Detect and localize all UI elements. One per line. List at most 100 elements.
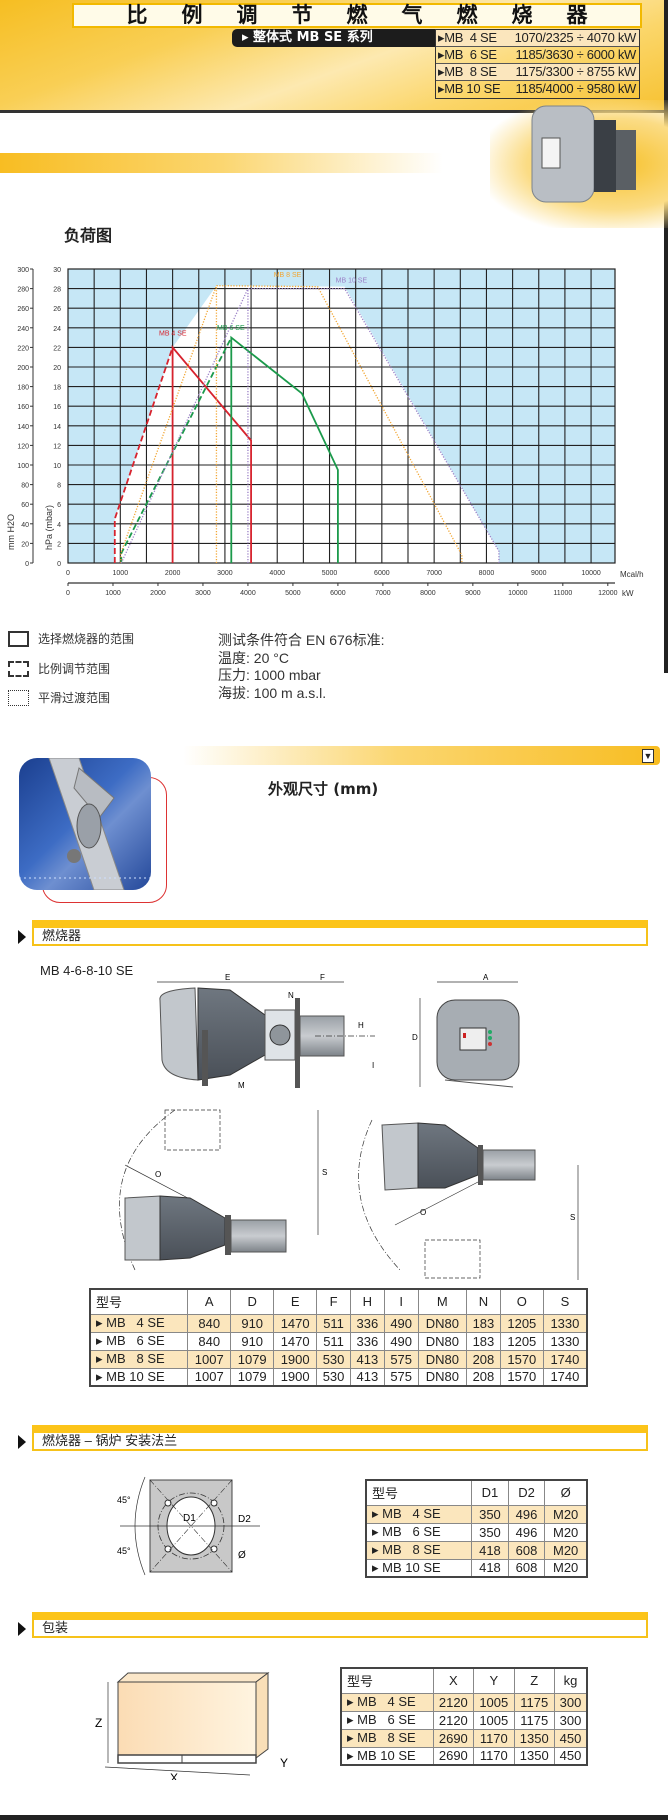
value-cell: M20 — [544, 1504, 588, 1524]
value-cell: 350 — [471, 1504, 509, 1524]
column-header: M — [417, 1288, 468, 1315]
dim-label-f: F — [320, 973, 325, 982]
y-tick-label-hpa: 6 — [57, 502, 61, 509]
value-cell: 1470 — [273, 1331, 318, 1351]
column-header: H — [349, 1288, 385, 1315]
chart-grid — [67, 268, 616, 564]
flange-angle-top: 45° — [117, 1495, 131, 1505]
value-cell: 336 — [349, 1331, 385, 1351]
burner-photo — [490, 100, 668, 228]
value-cell: DN80 — [417, 1349, 468, 1369]
value-cell: 413 — [349, 1367, 385, 1387]
model-cell: ▸ MB 10 SE — [365, 1558, 473, 1578]
load-diagram-chart: 0246810121416182022242628300204060801001… — [6, 267, 644, 598]
model-cell: ▸ MB 4 SE — [365, 1504, 473, 1524]
y-tick-label-hpa: 28 — [53, 287, 61, 294]
section-header-burner: 燃烧器 — [32, 920, 648, 946]
value-cell: M20 — [544, 1540, 588, 1560]
x-tick-label-kw: 9000 — [465, 590, 481, 597]
x-tick-label-mcal: 4000 — [269, 570, 285, 577]
y-tick-label-mmh2o: 100 — [17, 463, 29, 470]
column-header: 型号 — [340, 1667, 434, 1694]
x-tick-label-kw: 8000 — [420, 590, 436, 597]
value-cell: 490 — [383, 1313, 419, 1333]
x-tick-label-mcal: 7000 — [426, 570, 442, 577]
series-label: MB 10 SE — [336, 278, 368, 285]
rotation-clearance-drawing: O S O S — [119, 1109, 579, 1280]
y-tick-label-hpa: 16 — [53, 404, 61, 411]
series-line-mb-8-se — [120, 285, 463, 563]
x-tick-label-mcal: 10000 — [581, 570, 601, 577]
series-line-mb-4-se — [113, 347, 174, 563]
value-cell: 418 — [471, 1558, 509, 1578]
chart-axes: 0246810121416182022242628300204060801001… — [17, 267, 617, 597]
value-cell: 530 — [316, 1367, 351, 1387]
value-cell: 418 — [471, 1540, 509, 1560]
value-cell: M20 — [544, 1522, 588, 1542]
legend-dotted: 平滑过渡范围 — [8, 689, 110, 706]
test-pressure: 压力: 1000 mbar — [218, 667, 321, 683]
y-tick-label-mmh2o: 0 — [25, 561, 29, 568]
series-line-mb-6-se — [230, 335, 339, 563]
dim-label-i: I — [372, 1061, 374, 1070]
value-cell: 1007 — [187, 1349, 232, 1369]
y-tick-label-mmh2o: 300 — [17, 267, 29, 274]
load-diagram-title: 负荷图 — [64, 226, 113, 245]
column-header: Z — [513, 1667, 556, 1694]
value-cell: 1175 — [513, 1692, 556, 1712]
y-tick-label-hpa: 22 — [53, 345, 61, 352]
y-tick-label-hpa: 30 — [53, 267, 61, 274]
value-cell: 1330 — [542, 1313, 588, 1333]
value-cell: 1079 — [230, 1349, 275, 1369]
x-axis-label-kw: kW — [622, 589, 634, 598]
value-cell: 511 — [316, 1313, 351, 1333]
value-cell: 511 — [316, 1331, 351, 1351]
legend-solid-swatch — [8, 630, 29, 647]
value-cell: 1175 — [513, 1710, 556, 1730]
side-view-drawing: E F N H I M — [157, 973, 375, 1090]
x-tick-label-kw: 12000 — [598, 590, 618, 597]
value-cell: 910 — [230, 1331, 275, 1351]
section-header-flange: 燃烧器 – 锅炉 安装法兰 — [32, 1425, 648, 1451]
y-tick-label-hpa: 26 — [53, 306, 61, 313]
value-cell: 2120 — [432, 1710, 475, 1730]
value-cell: 1005 — [473, 1710, 515, 1730]
section-arrow-icon — [18, 1622, 26, 1636]
value-cell: 840 — [187, 1313, 232, 1333]
pack-y-label: Y — [280, 1756, 288, 1770]
x-tick-label-kw: 1000 — [105, 590, 121, 597]
pack-x-label: X — [170, 1771, 178, 1780]
series-line-mb-4-se — [171, 344, 252, 563]
value-cell: 183 — [466, 1331, 501, 1351]
flange-drawing: 45° 45° D1 D2 Ø — [117, 1476, 260, 1576]
value-cell: 840 — [187, 1331, 232, 1351]
y-tick-label-hpa: 14 — [53, 424, 61, 431]
x-tick-label-kw: 4000 — [240, 590, 256, 597]
value-cell: DN80 — [417, 1313, 468, 1333]
legend-dotted-swatch — [8, 689, 29, 706]
test-conditions-heading: 测试条件符合 EN 676标准: — [218, 632, 385, 648]
packaging-drawing: Z X Y — [95, 1672, 288, 1780]
y-axis-label-mmh2o: mm H2O — [6, 514, 16, 550]
value-cell: DN80 — [417, 1367, 468, 1387]
value-cell: 1570 — [499, 1367, 544, 1387]
x-tick-label-mcal: 9000 — [531, 570, 547, 577]
y-tick-label-hpa: 10 — [53, 463, 61, 470]
y-tick-label-mmh2o: 180 — [17, 385, 29, 392]
dim-label-n: N — [288, 991, 294, 1000]
test-temperature: 温度: 20 °C — [218, 649, 289, 666]
y-tick-label-hpa: 2 — [57, 541, 61, 548]
download-arrow-icon[interactable]: ▼ — [642, 749, 654, 763]
y-tick-label-mmh2o: 80 — [21, 483, 29, 490]
x-tick-label-mcal: 8000 — [479, 570, 495, 577]
value-cell: 1205 — [499, 1331, 544, 1351]
value-cell: 1740 — [542, 1349, 588, 1369]
